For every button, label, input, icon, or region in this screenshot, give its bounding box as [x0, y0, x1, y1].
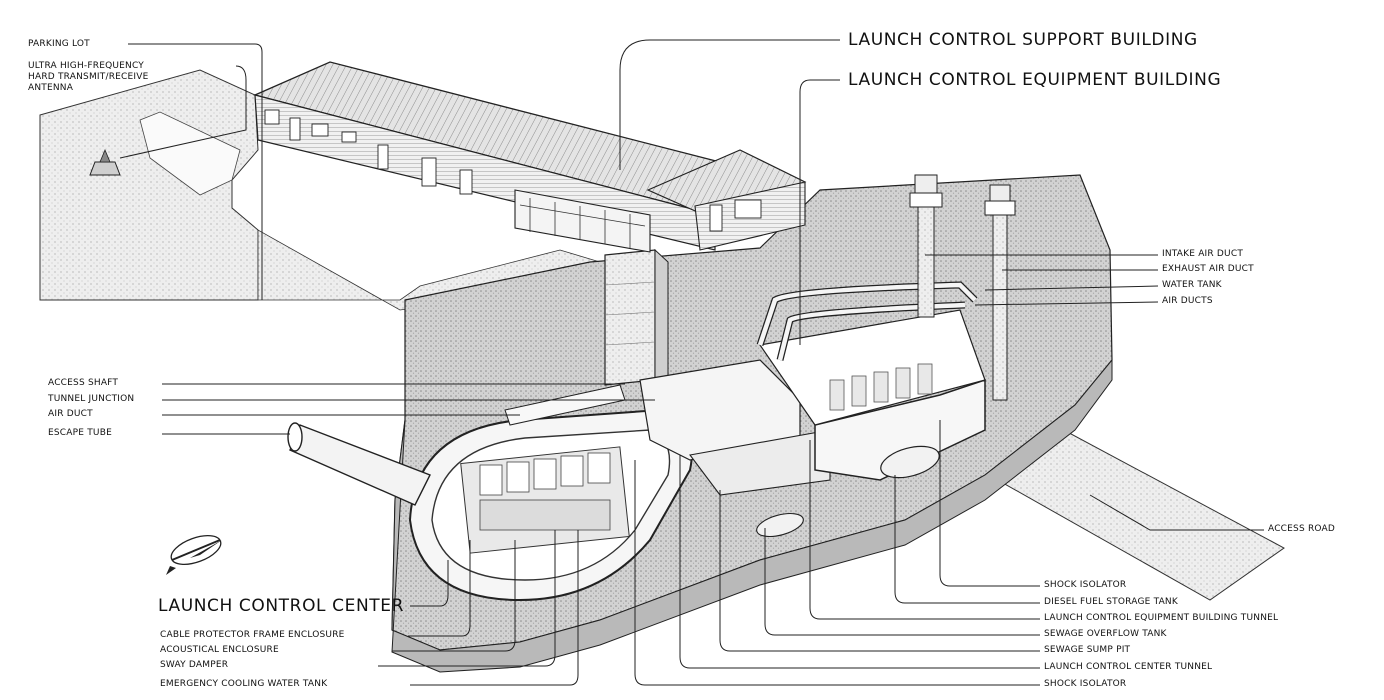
label-access-shaft: ACCESS SHAFT	[48, 378, 119, 388]
launch-control-equipment-building	[756, 281, 986, 538]
label-parking-lot: PARKING LOT	[28, 39, 90, 49]
launch-control-support-building	[253, 61, 807, 253]
ultra-high-frequency-antenna	[89, 148, 121, 176]
leader-lines	[119, 39, 1264, 686]
label-air-ducts: AIR DUCTS	[1162, 296, 1213, 306]
air-duct-stacks	[909, 174, 1016, 401]
label-escape-tube: ESCAPE TUBE	[48, 428, 112, 438]
heading-support-building: LAUNCH CONTROL SUPPORT BUILDING	[848, 30, 1198, 50]
label-shock-isolator-1: SHOCK ISOLATOR	[1044, 580, 1127, 590]
label-cable-protector: CABLE PROTECTOR FRAME ENCLOSURE	[160, 630, 345, 640]
label-water-tank: WATER TANK	[1162, 280, 1222, 290]
tunnel-junction-and-tunnel	[504, 359, 831, 496]
compass-rose	[166, 534, 222, 575]
label-sewage-overflow: SEWAGE OVERFLOW TANK	[1044, 629, 1167, 639]
label-intake-air-duct: INTAKE AIR DUCT	[1162, 249, 1244, 259]
launch-control-center-capsule	[408, 408, 693, 602]
label-tunnel-junction: TUNNEL JUNCTION	[48, 394, 135, 404]
label-acoustical-enclosure: ACOUSTICAL ENCLOSURE	[160, 645, 279, 655]
label-shock-isolator-2: SHOCK ISOLATOR	[1044, 679, 1127, 689]
label-antenna-line1: ULTRA HIGH-FREQUENCY	[28, 61, 145, 71]
escape-tube	[287, 422, 431, 506]
access-shaft	[604, 248, 669, 386]
label-sewage-sump: SEWAGE SUMP PIT	[1044, 645, 1131, 655]
heading-equipment-building: LAUNCH CONTROL EQUIPMENT BUILDING	[848, 70, 1222, 90]
label-equipment-tunnel: LAUNCH CONTROL EQUIPMENT BUILDING TUNNEL	[1044, 613, 1279, 623]
label-sway-damper: SWAY DAMPER	[160, 660, 229, 670]
label-exhaust-air-duct: EXHAUST AIR DUCT	[1162, 264, 1254, 274]
label-antenna-line2: HARD TRANSMIT/RECEIVE	[28, 72, 149, 82]
label-center-tunnel: LAUNCH CONTROL CENTER TUNNEL	[1044, 662, 1213, 672]
label-access-road: ACCESS ROAD	[1268, 524, 1336, 534]
label-air-duct: AIR DUCT	[48, 409, 93, 419]
label-antenna-line3: ANTENNA	[28, 83, 74, 93]
label-emergency-cooling: EMERGENCY COOLING WATER TANK	[160, 679, 328, 689]
heading-control-center: LAUNCH CONTROL CENTER	[158, 596, 404, 616]
label-diesel-fuel: DIESEL FUEL STORAGE TANK	[1044, 597, 1178, 607]
